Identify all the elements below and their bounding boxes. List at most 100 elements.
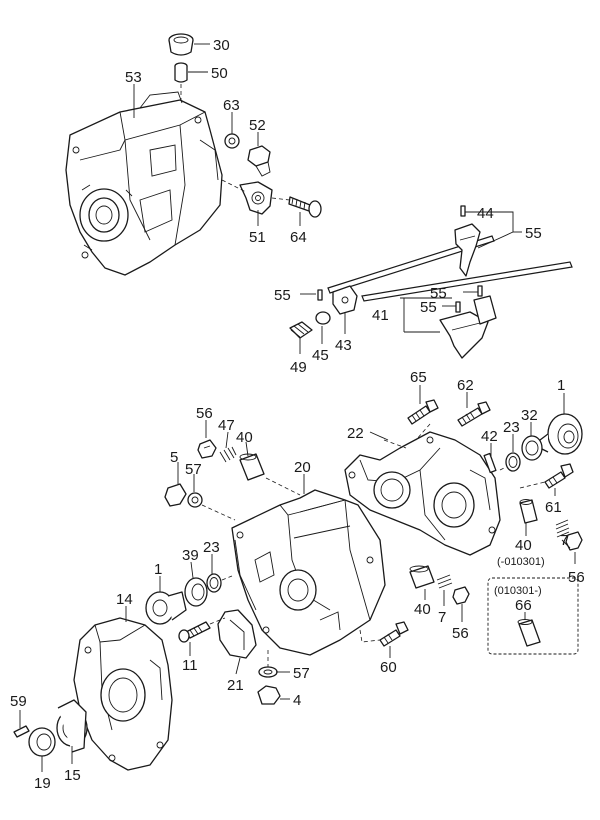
pin — [317, 289, 323, 301]
spring — [436, 574, 453, 589]
part-number-63: 63 — [223, 97, 240, 114]
plug-cap — [168, 33, 194, 56]
oil-seal-front — [56, 699, 88, 753]
part-number-55b: 55 — [274, 287, 291, 304]
spring — [219, 446, 237, 463]
drain-plug — [257, 685, 281, 705]
part-number-55a: 55 — [525, 225, 542, 242]
part-number-45: 45 — [312, 347, 329, 364]
part-number-59: 59 — [10, 693, 27, 710]
part-number-41: 41 — [372, 307, 389, 324]
part-number-57b: 57 — [293, 665, 310, 682]
part-number-55d: 55 — [420, 299, 437, 316]
spring — [555, 519, 570, 538]
side-bearing-race — [184, 577, 208, 607]
plug — [164, 483, 187, 507]
serial-variant-box — [487, 577, 579, 655]
part-number-56b: 56 — [452, 625, 469, 642]
dowel-pin — [483, 452, 497, 474]
transaxle-housing-assembly — [65, 91, 223, 276]
leader-lines — [19, 43, 576, 772]
part-number-30: 30 — [213, 37, 230, 54]
bolt — [457, 401, 491, 427]
part-number-56c: 56 — [568, 569, 585, 586]
part-number-65: 65 — [410, 369, 427, 386]
part-number-14: 14 — [116, 591, 133, 608]
oil-baffle — [217, 609, 257, 659]
part-number-47: 47 — [218, 417, 235, 434]
snap-ring — [206, 573, 222, 593]
part-number-40a: 40 — [236, 429, 253, 446]
part-number-51: 51 — [249, 229, 266, 246]
bolt — [288, 196, 322, 218]
part-number-40b: 40 — [515, 537, 532, 554]
part-number-60: 60 — [380, 659, 397, 676]
part-number-22: 22 — [347, 425, 364, 442]
tube-variant — [517, 619, 541, 647]
part-number-42: 42 — [481, 428, 498, 445]
part-number-39: 39 — [182, 547, 199, 564]
bolt — [407, 399, 439, 425]
bolt — [178, 621, 211, 643]
shift-lever — [239, 181, 273, 215]
part-number-1b: 1 — [154, 561, 162, 578]
part-number-62: 62 — [457, 377, 474, 394]
bolt — [544, 463, 574, 489]
part-number-5: 5 — [170, 449, 178, 466]
part-number-43: 43 — [335, 337, 352, 354]
part-number-15: 15 — [64, 767, 81, 784]
plug — [565, 531, 583, 551]
interlock-bracket — [332, 285, 358, 315]
part-number-53: 53 — [125, 69, 142, 86]
bearing — [521, 435, 543, 461]
part-number-32: 32 — [521, 407, 538, 424]
part-number-21: 21 — [227, 677, 244, 694]
part-number-61: 61 — [545, 499, 562, 516]
bolt — [379, 621, 409, 647]
oil-seal-left — [145, 591, 187, 625]
plug — [197, 439, 217, 459]
transmission-case — [231, 489, 386, 656]
part-number-64: 64 — [290, 229, 307, 246]
part-number-44: 44 — [477, 205, 494, 222]
plug — [452, 586, 470, 605]
oil-seal-right — [539, 413, 583, 455]
part-number-20: 20 — [294, 459, 311, 476]
part-number-55c: 55 — [430, 285, 447, 302]
part-number-66: 66 — [515, 597, 532, 614]
part-number-7b: 7 — [560, 532, 568, 549]
tube — [239, 453, 265, 481]
bushing — [174, 62, 188, 83]
part-number-7a: 7 — [438, 609, 446, 626]
snap-ring — [505, 452, 521, 472]
shift-rail-lower — [361, 261, 573, 359]
detent-ball — [315, 311, 331, 325]
part-number-19: 19 — [34, 775, 51, 792]
tube — [519, 499, 538, 524]
serial-note-before: (-010301) — [497, 556, 545, 568]
gasket — [187, 492, 203, 508]
part-number-23b: 23 — [203, 539, 220, 556]
part-number-52: 52 — [249, 117, 266, 134]
tube — [409, 565, 435, 589]
washer — [224, 133, 240, 149]
part-number-40c: 40 — [414, 601, 431, 618]
part-number-49: 49 — [290, 359, 307, 376]
clutch-housing — [344, 431, 501, 556]
part-number-1a: 1 — [557, 377, 565, 394]
serial-note-after: (010301-) — [494, 585, 542, 597]
front-housing — [73, 617, 173, 771]
part-number-23a: 23 — [503, 419, 520, 436]
part-number-4: 4 — [293, 692, 301, 709]
part-number-50: 50 — [211, 65, 228, 82]
shift-rail-upper — [327, 205, 495, 294]
part-number-56a: 56 — [196, 405, 213, 422]
part-number-11: 11 — [182, 657, 198, 674]
part-number-labels: 30 50 53 63 52 51 64 44 55 55 55 55 41 4… — [10, 37, 585, 792]
detent-spring — [289, 321, 313, 339]
gasket — [258, 666, 278, 678]
part-number-57a: 57 — [185, 461, 202, 478]
plug-bolt — [247, 145, 271, 177]
bearing-race — [28, 727, 56, 757]
